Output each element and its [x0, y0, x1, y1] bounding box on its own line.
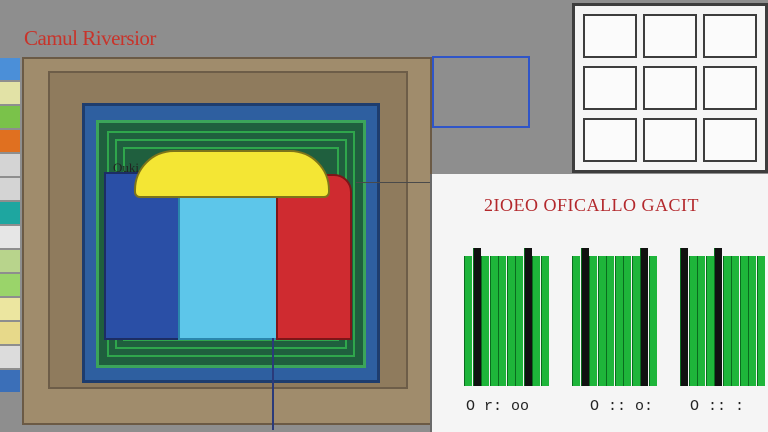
bar — [680, 248, 688, 386]
app-title: Camul Riversior — [24, 26, 156, 50]
grid-cell[interactable] — [703, 118, 757, 162]
bar — [589, 256, 597, 386]
bar — [623, 256, 631, 386]
axis-label: O r: oo — [466, 398, 530, 415]
bar-group — [572, 246, 660, 386]
bar — [481, 256, 489, 386]
color-swatch[interactable] — [0, 58, 20, 82]
color-swatch-strip[interactable] — [0, 58, 20, 418]
bar — [648, 256, 657, 386]
color-swatch[interactable] — [0, 346, 20, 370]
color-swatch[interactable] — [0, 82, 20, 106]
bar-group — [680, 246, 766, 386]
bar — [739, 256, 748, 386]
color-swatch[interactable] — [0, 178, 20, 202]
grid-cell[interactable] — [583, 14, 637, 58]
bar — [572, 256, 580, 386]
bar — [489, 256, 498, 386]
bar — [498, 256, 506, 386]
cube-model[interactable] — [104, 150, 356, 350]
bar — [697, 256, 705, 386]
bar — [472, 248, 481, 386]
bar — [506, 256, 515, 386]
bar — [722, 256, 731, 386]
grid-cell[interactable] — [583, 118, 637, 162]
bar — [515, 256, 523, 386]
cube-face-right[interactable] — [276, 174, 352, 340]
color-swatch[interactable] — [0, 106, 20, 130]
bar — [640, 248, 648, 386]
grid-cell[interactable] — [703, 14, 757, 58]
bar — [756, 256, 765, 386]
bar — [631, 256, 640, 386]
cube-face-front[interactable] — [178, 194, 278, 340]
axis-label: O :: o: — [590, 398, 654, 415]
color-swatch[interactable] — [0, 154, 20, 178]
color-swatch[interactable] — [0, 226, 20, 250]
bar — [597, 256, 606, 386]
axis-label: O :: : — [690, 398, 745, 415]
color-swatch[interactable] — [0, 130, 20, 154]
cursor-line — [272, 338, 274, 430]
bar — [688, 256, 697, 386]
color-swatch[interactable] — [0, 370, 20, 394]
color-swatch[interactable] — [0, 202, 20, 226]
bar — [705, 256, 714, 386]
bar — [532, 256, 540, 386]
bar — [523, 248, 532, 386]
bar — [714, 248, 722, 386]
bar — [580, 248, 589, 386]
bar — [540, 256, 549, 386]
bar — [614, 256, 623, 386]
report-title: 2IOEO OFICALLO GACIT — [484, 195, 699, 215]
connector-line — [356, 182, 432, 183]
grid-cell[interactable] — [643, 14, 697, 58]
color-swatch[interactable] — [0, 274, 20, 298]
cube-face-top[interactable] — [134, 150, 330, 198]
bar — [731, 256, 739, 386]
grid-cell[interactable] — [583, 66, 637, 110]
grid-panel[interactable] — [572, 3, 768, 173]
bar — [748, 256, 756, 386]
color-swatch[interactable] — [0, 322, 20, 346]
grid-cell[interactable] — [703, 66, 757, 110]
selection-callout[interactable] — [432, 56, 530, 128]
cube-label: Ouki — [113, 160, 139, 175]
bar — [606, 256, 614, 386]
grid-cell[interactable] — [643, 66, 697, 110]
bar — [464, 256, 472, 386]
grid-cell[interactable] — [643, 118, 697, 162]
bar-group — [464, 246, 552, 386]
color-swatch[interactable] — [0, 250, 20, 274]
color-swatch[interactable] — [0, 298, 20, 322]
